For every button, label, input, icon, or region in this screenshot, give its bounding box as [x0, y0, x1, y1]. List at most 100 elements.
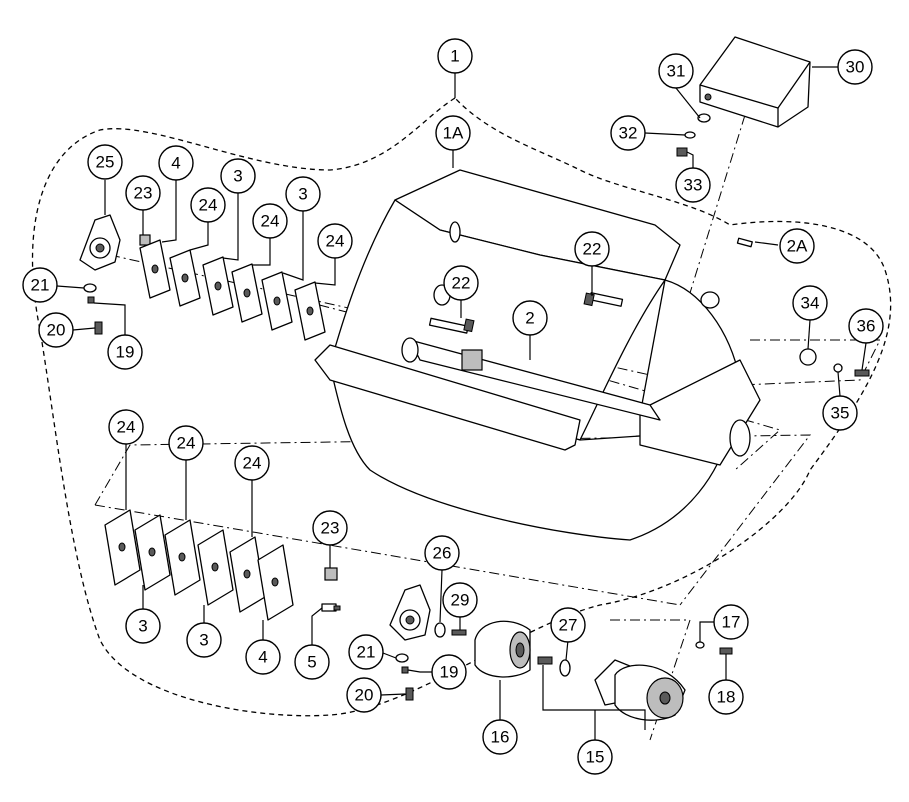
callout-3-lower-mid: 3	[186, 622, 222, 658]
washer-31	[697, 113, 711, 123]
washer-17	[695, 641, 705, 649]
callout-25: 25	[87, 144, 123, 180]
lower-bearing-plates	[104, 509, 294, 621]
callout-23-upper: 23	[125, 175, 161, 211]
callout-3-lower-left: 3	[125, 608, 161, 644]
svg-text:23: 23	[134, 184, 153, 203]
bolt-29	[451, 629, 467, 636]
callout-27: 27	[550, 607, 586, 643]
callout-2: 2	[512, 300, 548, 336]
svg-text:1: 1	[450, 47, 459, 66]
carriage-bolt-right	[583, 292, 624, 307]
lower-bolt-20	[405, 687, 414, 701]
callout-5: 5	[294, 644, 330, 680]
washer-26	[434, 622, 446, 638]
callout-19-upper: 19	[107, 334, 143, 370]
svg-text:4: 4	[171, 154, 180, 173]
callout-24-lower-3: 24	[234, 445, 270, 481]
svg-text:34: 34	[801, 294, 820, 313]
callout-17: 17	[713, 604, 749, 640]
callout-18: 18	[708, 679, 744, 715]
svg-text:22: 22	[583, 240, 602, 259]
lower-nut-23	[324, 567, 338, 581]
callout-21-lower: 21	[348, 634, 384, 670]
callout-16: 16	[482, 719, 518, 755]
svg-text:36: 36	[857, 317, 876, 336]
upper-bolt-20	[94, 321, 103, 335]
svg-text:32: 32	[619, 124, 638, 143]
svg-text:30: 30	[846, 58, 865, 77]
svg-text:2A: 2A	[787, 237, 808, 256]
callout-1a: 1A	[435, 115, 471, 151]
callout-24-lower-1: 24	[108, 409, 144, 445]
callout-35: 35	[822, 395, 858, 431]
svg-text:15: 15	[586, 748, 605, 767]
svg-text:1A: 1A	[443, 124, 464, 143]
callout-24-upper-3: 24	[317, 223, 353, 259]
svg-text:24: 24	[117, 418, 136, 437]
svg-text:24: 24	[243, 454, 262, 473]
callout-19-lower: 19	[431, 654, 467, 690]
callout-22-right: 22	[574, 231, 610, 267]
svg-text:35: 35	[831, 404, 850, 423]
upper-bearing-plates	[139, 239, 326, 341]
svg-text:21: 21	[31, 276, 50, 295]
callout-30: 30	[837, 49, 873, 85]
callout-24-lower-2: 24	[168, 425, 204, 461]
carriage-bolt-left	[428, 317, 475, 334]
callout-20-lower: 20	[346, 677, 382, 713]
coupler-bolt	[537, 656, 553, 665]
shaft-guard	[699, 36, 811, 128]
svg-text:25: 25	[96, 153, 115, 172]
drum-shaft	[401, 337, 661, 421]
svg-text:24: 24	[326, 232, 345, 251]
svg-text:31: 31	[667, 62, 686, 81]
lower-washer-21	[395, 653, 409, 663]
svg-text:19: 19	[440, 663, 459, 682]
coupler	[474, 620, 531, 678]
svg-text:3: 3	[199, 631, 208, 650]
callout-32: 32	[610, 115, 646, 151]
grease-fitting-5	[321, 603, 341, 612]
callout-20-upper: 20	[38, 312, 74, 348]
callout-34: 34	[792, 285, 828, 321]
svg-text:3: 3	[233, 167, 242, 186]
washer-35	[833, 363, 843, 373]
svg-text:18: 18	[717, 688, 736, 707]
drum-housing	[314, 169, 761, 541]
svg-text:27: 27	[559, 616, 578, 635]
upper-washer-21	[83, 283, 97, 293]
key-pin	[736, 237, 753, 248]
upper-flange-bearing	[79, 214, 121, 271]
callout-1: 1	[437, 38, 473, 74]
svg-text:22: 22	[452, 274, 471, 293]
svg-text:3: 3	[298, 185, 307, 204]
callout-26: 26	[424, 535, 460, 571]
svg-text:3: 3	[138, 617, 147, 636]
svg-text:19: 19	[116, 343, 135, 362]
hydraulic-motor	[594, 659, 686, 721]
callout-3-upper-left: 3	[220, 158, 256, 194]
callout-24-upper-1: 24	[190, 187, 226, 223]
callout-31: 31	[658, 53, 694, 89]
callout-22-left: 22	[443, 265, 479, 301]
bolt-18	[719, 647, 733, 655]
svg-text:21: 21	[357, 643, 376, 662]
svg-text:20: 20	[355, 686, 374, 705]
svg-text:16: 16	[491, 728, 510, 747]
callout-36: 36	[848, 308, 884, 344]
callout-21-upper: 21	[22, 267, 58, 303]
callout-23-lower: 23	[312, 510, 348, 546]
guard-axis-line	[659, 114, 746, 391]
lower-flange-bearing	[389, 584, 431, 641]
callout-33: 33	[675, 167, 711, 203]
washer-32	[684, 131, 696, 139]
svg-text:33: 33	[684, 176, 703, 195]
svg-text:2: 2	[525, 309, 534, 328]
washer-27	[559, 659, 571, 677]
svg-text:17: 17	[722, 613, 741, 632]
washer-34	[799, 348, 817, 366]
lower-axis-line	[94, 504, 681, 606]
svg-text:4: 4	[258, 648, 267, 667]
